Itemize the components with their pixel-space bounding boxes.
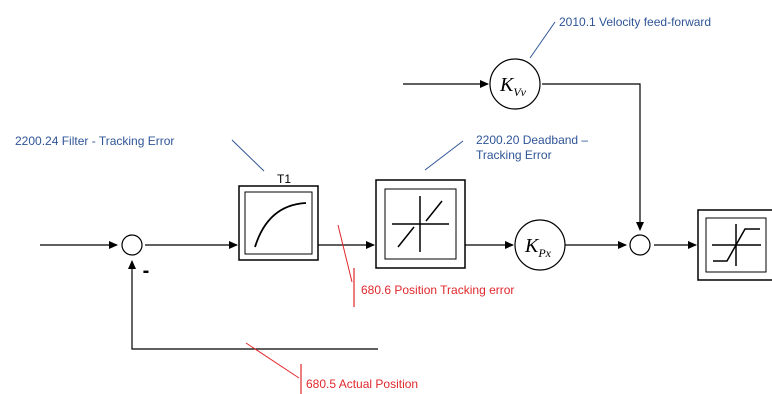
actual-position-label: 680.5 Actual Position bbox=[306, 377, 418, 391]
velocity-gain-symbol: K bbox=[499, 74, 515, 96]
position-gain-block bbox=[514, 219, 566, 271]
feedback-minus-sign: - bbox=[143, 260, 150, 282]
position-gain-subscript: Px bbox=[537, 246, 551, 260]
filter-inner-box bbox=[244, 191, 313, 255]
deadband-label-line2: Tracking Error bbox=[476, 148, 552, 162]
feedback-wire bbox=[128, 260, 378, 350]
velocity-ff-label: 2010.1 Velocity feed-forward bbox=[559, 15, 711, 29]
summing-junction-1 bbox=[121, 234, 143, 256]
velocity-gain-label: KVv bbox=[499, 74, 527, 99]
filter-block bbox=[238, 185, 319, 261]
summing-junction-2 bbox=[629, 234, 651, 256]
ff-to-sum2-wire bbox=[542, 83, 644, 231]
velocity-gain-subscript: Vv bbox=[513, 85, 526, 99]
deadband-icon bbox=[392, 196, 449, 252]
deadband-label-line1: 2200.20 Deadband – bbox=[476, 133, 588, 147]
deadband-inner-box bbox=[384, 188, 457, 260]
velocity-ff-leader bbox=[529, 21, 556, 59]
position-tracking-error-label: 680.6 Position Tracking error bbox=[361, 283, 514, 297]
deadband-leader bbox=[424, 140, 464, 171]
velocity-gain-block bbox=[489, 58, 541, 110]
limiter-inner-box bbox=[705, 217, 767, 273]
actual-position-leader bbox=[245, 342, 300, 379]
filter-block-name: T1 bbox=[277, 172, 291, 186]
tracking-error-leader bbox=[337, 224, 353, 283]
position-gain-symbol: K bbox=[524, 235, 540, 257]
filter-curve-icon bbox=[254, 202, 307, 248]
limiter-icon bbox=[712, 224, 761, 266]
filter-leader bbox=[231, 139, 265, 172]
position-gain-label: KPx bbox=[524, 235, 552, 260]
filter-label: 2200.24 Filter - Tracking Error bbox=[15, 134, 174, 148]
